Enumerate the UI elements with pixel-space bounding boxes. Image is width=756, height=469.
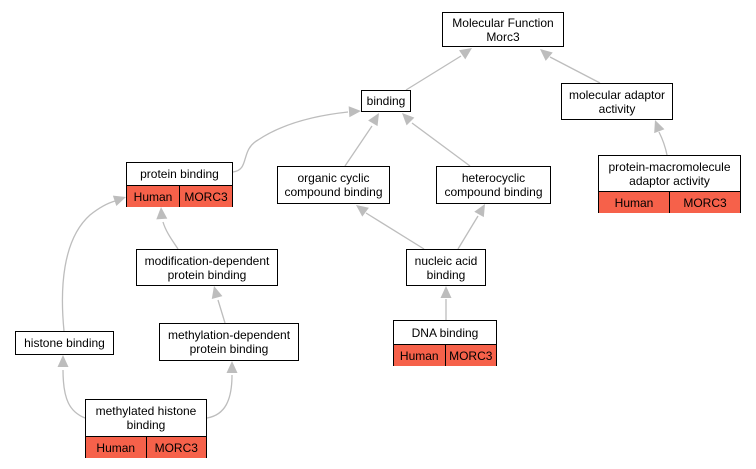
node-label-line: compound binding (284, 185, 383, 199)
node-organic-cyclic-compound-binding[interactable]: organic cyclic compound binding (277, 166, 390, 204)
annotation-row: Human MORC3 (394, 344, 496, 366)
node-label-line: compound binding (444, 185, 543, 199)
node-molecular-adaptor-activity[interactable]: molecular adaptor activity (561, 83, 673, 120)
edge-methylation-to-modification-arrowhead (211, 286, 223, 300)
node-modification-dependent-protein-binding[interactable]: modification-dependent protein binding (136, 249, 278, 286)
node-label-line: methylation-dependent (167, 328, 291, 342)
node-label-line: binding (366, 94, 406, 108)
edge-nucleic-to-heterocyclic-line (457, 215, 479, 250)
node-label-line: binding (426, 267, 466, 282)
node-label-line: Morc3 (486, 29, 520, 44)
edge-methylation-to-modification-line (217, 299, 226, 324)
node-label-line: heterocyclic (461, 171, 526, 185)
node-label-line: protein binding (140, 167, 219, 181)
annotation-row: Human MORC3 (599, 191, 740, 213)
node-methylation-dependent-protein-binding[interactable]: methylation-dependent protein binding (159, 323, 299, 361)
node-heterocyclic-compound-binding[interactable]: heterocyclic compound binding (436, 166, 551, 204)
node-molecular-function[interactable]: Molecular Function Morc3 (442, 12, 564, 47)
annotation-species: Human (86, 437, 146, 458)
node-label-line: histone binding (24, 336, 105, 350)
edge-organic-cyclic-to-binding-arrowhead (368, 113, 379, 127)
node-methylated-histone-binding[interactable]: methylated histone binding Human MORC3 (85, 399, 207, 458)
edge-modification-to-protein-binding-line (162, 221, 179, 250)
node-protein-binding[interactable]: protein binding Human MORC3 (126, 162, 233, 207)
annotation-gene: MORC3 (145, 437, 206, 458)
node-label-line: molecular adaptor (568, 87, 666, 102)
edge-organic-cyclic-to-binding-line (344, 125, 373, 167)
node-label-line: DNA binding (411, 325, 479, 340)
edge-methylated-to-methylation-line (206, 374, 233, 419)
node-label-line: Molecular Function (452, 15, 554, 30)
edge-macromolecule-to-adaptor-arrowhead (654, 120, 665, 134)
node-protein-macromolecule-adaptor-activity[interactable]: protein-macromolecule adaptor activity H… (598, 155, 741, 213)
node-label-line: nucleic acid (414, 253, 478, 268)
edge-adaptor-to-molecular-function-arrowhead (540, 49, 553, 61)
edge-binding-to-molecular-function-line (405, 55, 462, 91)
annotation-gene: MORC3 (179, 186, 232, 207)
edge-dna-to-nucleic-acid-arrowhead (440, 286, 452, 298)
annotation-species: Human (599, 192, 669, 213)
edge-heterocyclic-to-binding-line (411, 122, 471, 167)
edge-histone-to-protein-binding-line (61, 200, 116, 332)
annotation-species: Human (127, 186, 179, 207)
edge-nucleic-to-organic-cyclic-line (365, 212, 425, 250)
node-label-line: activity (598, 101, 636, 116)
node-histone-binding[interactable]: histone binding (15, 331, 114, 355)
edge-nucleic-to-heterocyclic-arrowhead (474, 204, 485, 218)
edge-methylated-to-methylation-arrowhead (226, 361, 238, 373)
edge-methylated-to-histone-arrowhead (57, 355, 69, 367)
node-label-line: protein-macromolecule (608, 159, 731, 174)
node-label-line: modification-dependent (144, 253, 270, 268)
node-binding[interactable]: binding (361, 90, 411, 112)
annotation-gene: MORC3 (444, 345, 496, 366)
edge-adaptor-to-molecular-function-line (549, 56, 601, 84)
edge-protein-binding-to-binding-line (232, 111, 349, 173)
edge-protein-binding-to-binding-arrowhead (348, 106, 361, 118)
node-label-line: methylated histone (95, 404, 197, 418)
edge-methylated-to-histone-line (62, 369, 86, 419)
node-nucleic-acid-binding[interactable]: nucleic acid binding (406, 249, 486, 286)
node-label-line: binding (126, 418, 166, 432)
edge-macromolecule-to-adaptor-line (658, 131, 668, 156)
edge-nucleic-to-organic-cyclic-arrowhead (356, 205, 369, 217)
node-label-line: protein binding (167, 267, 247, 282)
edge-heterocyclic-to-binding-arrowhead (402, 113, 415, 126)
node-label-line: organic cyclic (297, 171, 370, 185)
node-dna-binding[interactable]: DNA binding Human MORC3 (393, 320, 497, 366)
annotation-row: Human MORC3 (86, 436, 206, 458)
annotation-gene: MORC3 (669, 192, 740, 213)
annotation-species: Human (394, 345, 445, 366)
edge-binding-to-molecular-function-arrowhead (459, 48, 472, 60)
annotation-row: Human MORC3 (127, 185, 232, 207)
edge-histone-to-protein-binding-arrowhead (112, 195, 126, 207)
edge-modification-to-protein-binding-arrowhead (156, 207, 168, 220)
node-label-line: protein binding (189, 342, 269, 356)
node-label-line: adaptor activity (629, 173, 710, 188)
